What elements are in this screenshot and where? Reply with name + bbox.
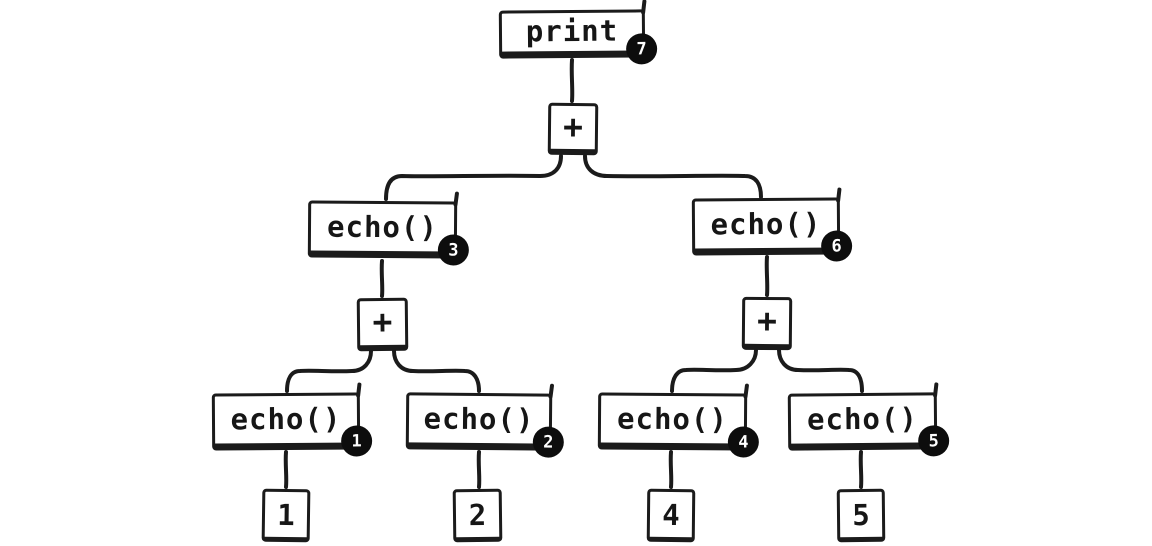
node-print-label: print xyxy=(525,13,619,49)
node-echo-3: echo() 3 xyxy=(307,200,469,266)
node-plus-right-label: + xyxy=(756,300,778,341)
edge-print-plus xyxy=(569,58,575,103)
edge-echo6-plusR xyxy=(764,255,770,297)
node-leaf-5-label: 5 xyxy=(852,497,870,532)
node-echo-6: echo() 6 xyxy=(691,197,853,262)
node-echo-5-badge: 5 xyxy=(918,425,950,457)
node-print: print 7 xyxy=(498,9,658,65)
node-echo-1-label: echo() xyxy=(230,401,342,436)
node-leaf-5: 5 xyxy=(836,488,886,543)
edge-plusR-echo5 xyxy=(777,348,864,393)
node-echo-4-badge: 4 xyxy=(727,426,759,458)
node-plus-right: + xyxy=(741,296,793,351)
node-leaf-4-label: 4 xyxy=(662,497,680,532)
node-plus-left-label: + xyxy=(372,301,393,342)
node-plus-root-label: + xyxy=(562,106,584,146)
edge-plusL-echo1 xyxy=(285,349,373,393)
node-echo-3-badge: 3 xyxy=(437,234,469,266)
node-echo-2: echo() 2 xyxy=(405,392,564,458)
node-leaf-1-label: 1 xyxy=(277,497,295,532)
node-echo-4-label: echo() xyxy=(617,401,729,436)
edge-plusR-echo4 xyxy=(670,348,758,393)
edge-echo5-leaf5 xyxy=(858,450,864,489)
node-echo-3-label: echo() xyxy=(327,209,439,244)
edge-echo2-leaf2 xyxy=(476,450,482,489)
node-leaf-2: 2 xyxy=(452,488,503,543)
node-echo-1: echo() 1 xyxy=(211,392,373,457)
node-echo-5-label: echo() xyxy=(806,401,918,436)
node-leaf-2-label: 2 xyxy=(468,497,487,532)
edge-echo1-leaf1 xyxy=(283,450,289,489)
edge-plusL-echo2 xyxy=(392,349,481,393)
node-echo-1-badge: 1 xyxy=(341,425,373,457)
node-echo-6-label: echo() xyxy=(710,206,822,241)
node-plus-root: + xyxy=(547,102,599,156)
node-echo-5: echo() 5 xyxy=(787,392,950,457)
node-leaf-1: 1 xyxy=(261,488,311,543)
edge-echo3-plusL xyxy=(379,259,385,298)
node-echo-2-badge: 2 xyxy=(532,426,564,458)
node-echo-2-label: echo() xyxy=(423,401,535,436)
node-echo-4: echo() 4 xyxy=(597,392,759,458)
node-leaf-4: 4 xyxy=(646,488,696,543)
edge-plus-echo3 xyxy=(384,154,563,201)
edge-plus-echo6 xyxy=(583,154,763,199)
node-plus-left: + xyxy=(356,297,409,352)
node-echo-6-badge: 6 xyxy=(821,230,853,262)
node-print-badge: 7 xyxy=(625,33,658,65)
edge-echo4-leaf4 xyxy=(668,450,674,489)
